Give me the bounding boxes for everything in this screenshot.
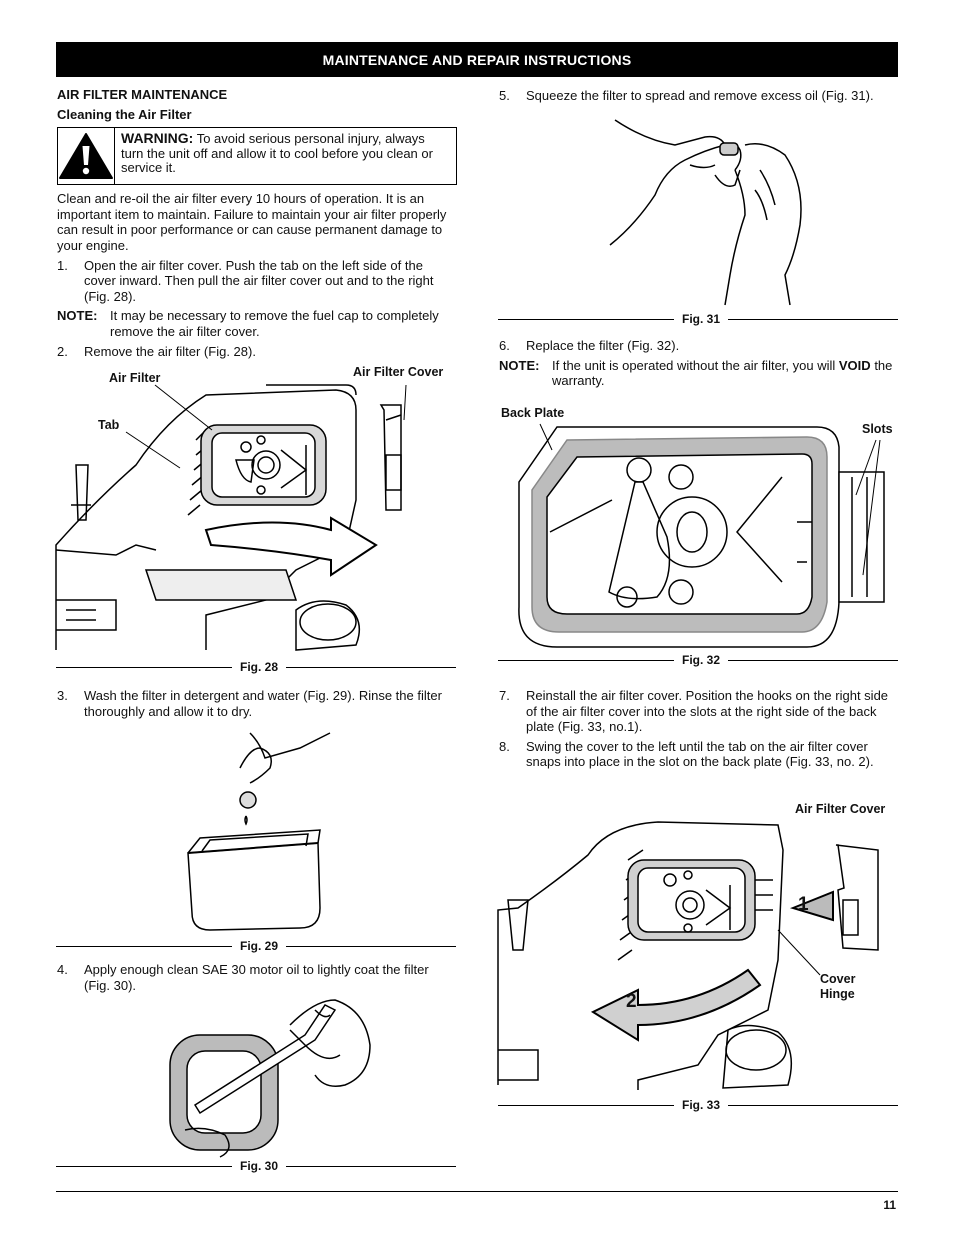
step-7: 7. Reinstall the air filter cover. Posit… [499, 688, 899, 735]
warning-label: WARNING: [121, 130, 194, 147]
caption-text: Fig. 29 [239, 939, 278, 953]
figure-30-illustration [165, 995, 380, 1158]
note-text-before: If the unit is operated without the air … [552, 357, 836, 373]
warning-box: WARNING: To avoid serious personal injur… [57, 127, 457, 186]
callout-number-2: 2 [626, 991, 637, 1012]
figure-33-caption: Fig. 33 [498, 1098, 898, 1112]
callout-tab: Tab [98, 418, 120, 432]
step-number: 8. [499, 738, 510, 754]
subsection-title: Cleaning the Air Filter [57, 106, 192, 122]
step-number: 3. [57, 688, 68, 703]
step-6: 6. Replace the filter (Fig. 32). [499, 338, 899, 354]
note-label: NOTE: [57, 308, 98, 324]
left-column: AIR FILTER MAINTENANCE Cleaning the Air … [57, 87, 457, 363]
note-2: NOTE: If the unit is operated without th… [499, 358, 899, 389]
figure-29-illustration [180, 728, 331, 938]
caption-text: Fig. 33 [681, 1098, 720, 1112]
step-text: Wash the filter in detergent and water (… [84, 688, 442, 719]
step-number: 4. [57, 962, 68, 977]
figure-32-caption: Fig. 32 [498, 653, 898, 667]
figure-33-illustration [497, 820, 888, 1090]
step-8: 8. Swing the cover to the left until the… [499, 739, 899, 770]
step-text: Replace the filter (Fig. 32). [526, 338, 680, 353]
right-column-mid: 6. Replace the filter (Fig. 32). NOTE: I… [499, 338, 899, 393]
callout-air-filter-cover-33: Air Filter Cover [795, 802, 886, 816]
callout-air-filter-cover: Air Filter Cover [353, 365, 444, 379]
section-header-title: MAINTENANCE AND REPAIR INSTRUCTIONS [322, 51, 632, 68]
step-text: Apply enough clean SAE 30 motor oil to l… [84, 962, 429, 993]
step-5: 5. Squeeze the filter to spread and remo… [499, 88, 899, 104]
step-text: Reinstall the air filter cover. Position… [526, 688, 889, 735]
step-number: 6. [499, 338, 510, 353]
step-number: 2. [57, 343, 68, 359]
note-void: VOID [838, 357, 871, 373]
right-column-top: 5. Squeeze the filter to spread and remo… [499, 88, 899, 108]
caption-text: Fig. 31 [681, 312, 720, 326]
footer-rule [56, 1191, 898, 1192]
warning-text: WARNING: To avoid serious personal injur… [115, 128, 456, 184]
step-1: 1. Open the air filter cover. Push the t… [57, 258, 457, 305]
figure-28-leader-lines [125, 384, 407, 469]
figure-29-caption: Fig. 29 [56, 939, 456, 953]
step-4-row: 4. Apply enough clean SAE 30 motor oil t… [57, 962, 457, 993]
figure-32-illustration [517, 422, 887, 650]
warning-triangle-icon [58, 128, 115, 185]
section-title: AIR FILTER MAINTENANCE [57, 87, 228, 102]
warning-body: To avoid serious personal injury, always… [121, 131, 433, 176]
step-text: Open the air filter cover. Push the tab … [84, 257, 434, 304]
step-text: Squeeze the filter to spread and remove … [526, 88, 874, 103]
callout-slots: Slots [862, 422, 893, 436]
caption-text: Fig. 32 [681, 653, 720, 667]
intro-paragraph: Clean and re-oil the air filter every 10… [57, 191, 447, 253]
note-text: It may be necessary to remove the fuel c… [110, 308, 439, 339]
page-number: 11 [883, 1198, 896, 1212]
figure-28-caption: Fig. 28 [56, 660, 456, 674]
callout-number-1: 1 [798, 894, 809, 915]
step-number: 7. [499, 688, 510, 703]
step-3: 3. Wash the filter in detergent and wate… [57, 688, 457, 723]
figure-30-caption: Fig. 30 [56, 1159, 456, 1173]
step-number: 5. [499, 88, 510, 103]
note-text-after: the warranty. [552, 357, 893, 389]
note-text: If the unit is operated without the air … [552, 358, 899, 389]
caption-text: Fig. 28 [239, 660, 278, 674]
step-2: 2. Remove the air filter (Fig. 28). [57, 344, 457, 360]
right-column-steps: 7. Reinstall the air filter cover. Posit… [499, 688, 899, 774]
step-text: Swing the cover to the left until the ta… [526, 738, 874, 770]
step-number: 1. [57, 257, 68, 273]
step-4: 4. Apply enough clean SAE 30 motor oil t… [57, 962, 457, 997]
caption-text: Fig. 30 [239, 1159, 278, 1173]
note-label: NOTE: [499, 357, 540, 373]
callout-cover: Cover [820, 972, 856, 986]
figure-28-illustration [55, 370, 456, 655]
callout-air-filter: Air Filter [109, 371, 161, 385]
section-header-bar: MAINTENANCE AND REPAIR INSTRUCTIONS [56, 42, 898, 77]
figure-32-leader-lines [539, 423, 881, 576]
callout-hinge: Hinge [820, 987, 855, 1001]
figure-31-caption: Fig. 31 [498, 312, 898, 326]
step-3-row: 3. Wash the filter in detergent and wate… [57, 688, 457, 719]
figure-31-illustration [595, 115, 810, 306]
note-1: NOTE: It may be necessary to remove the … [57, 308, 457, 339]
callout-back-plate: Back Plate [501, 406, 565, 420]
step-text: Remove the air filter (Fig. 28). [84, 343, 256, 359]
